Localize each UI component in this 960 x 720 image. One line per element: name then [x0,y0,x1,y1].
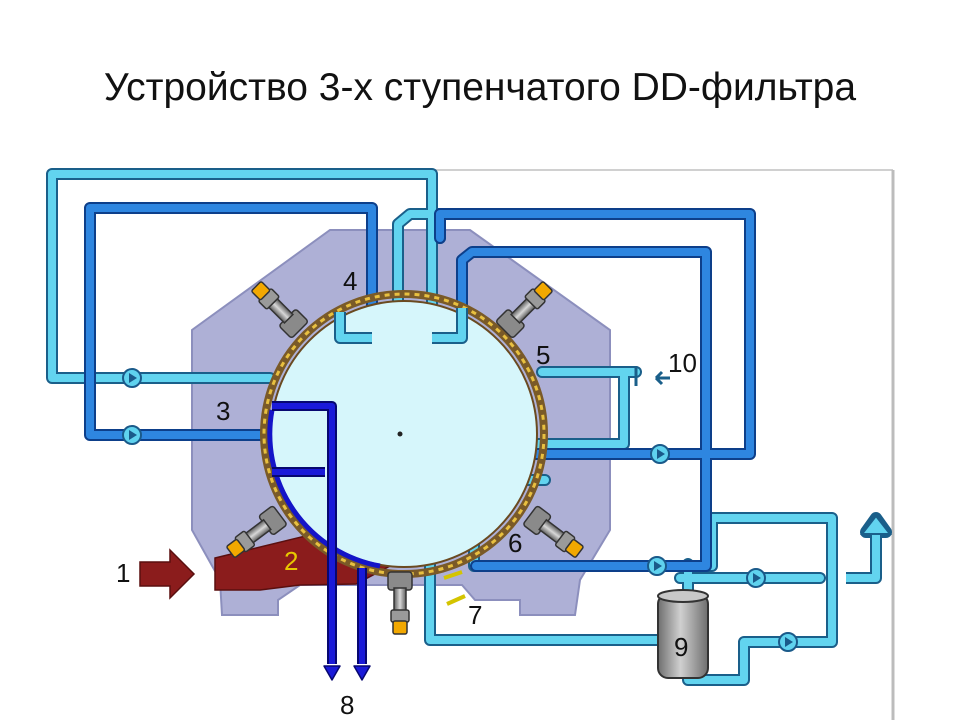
filter-drum [270,300,538,568]
drum-cake-inner [267,409,381,569]
pump-icon [647,556,667,576]
outlet-arrow-head [859,514,893,535]
pump-icon [778,632,798,652]
label-tank: 9 [674,632,688,662]
filter-drum-cloth [262,292,546,576]
label-wash-sensor: 7 [468,600,482,630]
slide-title: Устройство 3-х ступенчатого DD-фильтра [103,66,857,109]
tank-top [657,589,709,603]
stage-ports [334,308,468,344]
pump-icon [122,425,142,445]
label-drive-pipe: 6 [508,528,522,558]
label-discharge: 8 [340,690,354,720]
wash-sensor-mark [443,570,463,580]
label-stage-3: 5 [536,340,550,370]
pump-icon [746,568,766,588]
pump-icon [650,444,670,464]
label-inlet: 1 [116,558,130,588]
nozzle-bottom [387,571,413,635]
discharge-pipes [272,401,371,681]
label-stage-1: 3 [216,396,230,426]
inlet-arrow [139,548,196,600]
water-inlet-arrow [654,370,670,386]
label-drum: 2 [284,546,298,576]
outlet-arrow-inner [846,532,880,582]
label-stage-2: 4 [343,266,357,296]
label-water-inlet: 10 [668,348,697,378]
wash-sensor-mark [446,594,466,606]
pump-icon [122,368,142,388]
drum-center [397,431,403,437]
